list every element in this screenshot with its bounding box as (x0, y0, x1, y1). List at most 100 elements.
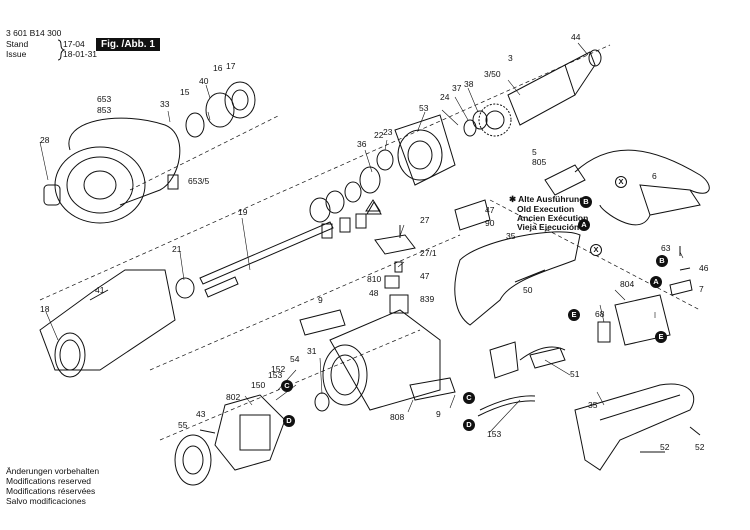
screw-part-41 (89, 289, 109, 301)
electronics-part (597, 246, 693, 346)
marker-x-2: X (590, 244, 602, 256)
bearing-flange-part (394, 114, 456, 186)
callout-153: 153 (487, 429, 502, 439)
legend-star-text: ✱ Alte Ausführung (509, 194, 585, 205)
callout-31: 31 (307, 346, 317, 356)
marker-b-2: B (656, 255, 668, 267)
field-coil-part (199, 394, 286, 471)
stand-label: Stand (6, 39, 29, 49)
callout-52: 52 (660, 442, 670, 452)
callout-90: 90 (485, 218, 495, 228)
footer-line-4: Salvo modificaciones (6, 496, 86, 506)
flange-part (185, 81, 256, 138)
footer-line-1: Änderungen vorbehalten (6, 466, 100, 476)
issue-label: Issue (6, 49, 27, 59)
handle-part (454, 231, 581, 326)
callout-804: 804 (620, 279, 635, 289)
figure-label: Fig. /Abb. 1 (96, 38, 160, 51)
callout-27-1: 27/1 (420, 248, 437, 258)
legend-line-2: Ancien Exécution (517, 213, 589, 223)
callout-27: 27 (420, 215, 430, 225)
callout-53: 53 (419, 103, 429, 113)
callout-21: 21 (172, 244, 182, 254)
issue-date: 18-01-31 (63, 49, 98, 59)
callout-63: 63 (661, 243, 671, 253)
callout-47: 47 (420, 271, 430, 281)
callout-55: 55 (178, 420, 188, 430)
stand-date: 17-04 (63, 39, 85, 49)
callout-37: 37 (452, 83, 462, 93)
bearing-group-part (309, 149, 394, 239)
marker-c-1: C (281, 380, 293, 392)
warning-icon (366, 201, 382, 215)
callout-40: 40 (199, 76, 209, 86)
callout-68: 68 (595, 309, 605, 319)
gear-housing-part (39, 269, 176, 378)
ring-part-31 (314, 392, 330, 412)
assembly-axes (39, 44, 701, 441)
screw-part-52b (689, 426, 701, 436)
callout-44: 44 (571, 32, 581, 42)
marker-e-1: E (568, 309, 580, 321)
legend-line-3: Vieja Ejecución (517, 222, 580, 232)
spindle-part (199, 221, 334, 298)
marker-d-1: D (283, 415, 295, 427)
legend-line-1: Old Execution (517, 204, 575, 214)
callout-28: 28 (40, 135, 50, 145)
callout-810: 810 (367, 274, 382, 284)
callout-52-alt1: 52 (695, 442, 705, 452)
lower-handle-part (574, 383, 695, 471)
wheel-guard-part (43, 117, 181, 224)
callout-653-5: 653/5 (188, 176, 210, 186)
footer-line-3: Modifications réservées (6, 486, 96, 496)
callout-6: 6 (652, 171, 657, 181)
callout-9-alt1: 9 (436, 409, 441, 419)
marker-e-2: E (655, 331, 667, 343)
callout-54: 54 (290, 354, 300, 364)
callout-853: 853 (97, 105, 112, 115)
callout-38: 38 (464, 79, 474, 89)
marker-x-1: X (615, 176, 627, 188)
motor-housing-part (299, 309, 456, 411)
callout-35: 35 (506, 231, 516, 241)
armature-part (463, 49, 602, 137)
callout-153-alt1: 153 (268, 370, 283, 380)
callout-41: 41 (95, 285, 105, 295)
callout-808: 808 (390, 412, 405, 422)
footer-line-2: Modifications reserved (6, 476, 92, 486)
callout-50: 50 (523, 285, 533, 295)
callout-3-50: 3/50 (484, 69, 501, 79)
doc-number: 3 601 B14 300 (6, 28, 62, 38)
switch-wiring-part (489, 341, 566, 379)
callout-47-alt1: 47 (485, 205, 495, 215)
power-cable-part (544, 149, 710, 226)
callout-15: 15 (180, 87, 190, 97)
brush-cable-part (479, 395, 536, 411)
legend-star-label: Alte Ausführung (518, 194, 585, 204)
callout-48: 48 (369, 288, 379, 298)
callout-51: 51 (570, 369, 580, 379)
marker-a-2: A (650, 276, 662, 288)
callout-7: 7 (699, 284, 704, 294)
ring-part-21 (175, 277, 195, 299)
marker-c-2: C (463, 392, 475, 404)
callout-653: 653 (97, 94, 112, 104)
callout-152: 152 (271, 364, 286, 374)
brush-cable-part-2 (477, 400, 536, 417)
leader-lines (39, 42, 684, 433)
callout-18: 18 (40, 304, 50, 314)
callout-35-alt1: 35 (588, 400, 598, 410)
callout-839: 839 (420, 294, 435, 304)
callout-22: 22 (374, 130, 384, 140)
marker-b-1: B (580, 196, 592, 208)
callout-16: 16 (213, 63, 223, 73)
callout-17: 17 (226, 61, 236, 71)
callout-19: 19 (238, 207, 248, 217)
callout-33: 33 (160, 99, 170, 109)
star-icon: ✱ (509, 194, 519, 204)
callout-23: 23 (383, 127, 393, 137)
callout-3: 3 (508, 53, 513, 63)
callout-150: 150 (251, 380, 266, 390)
legend-part-plate (454, 199, 491, 231)
